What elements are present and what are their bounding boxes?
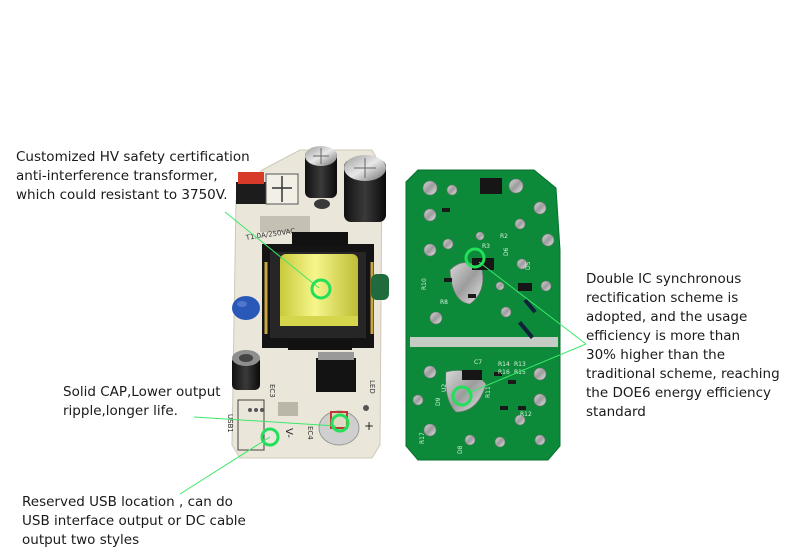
callout-line: which could resistant to 3750V. (16, 187, 228, 203)
ic-leader-line-upper (478, 261, 587, 345)
capacitor-callout: Solid CAP,Lower output ripple,longer lif… (63, 383, 221, 421)
r10-marking: R10 (421, 278, 428, 290)
d5-marking: D5 (525, 261, 532, 270)
ic1-highlight-circle (464, 247, 486, 269)
callout-line: efficiency is more than (586, 328, 741, 344)
r14-marking: R14 (498, 361, 510, 368)
callout-line: Double IC synchronous (586, 271, 742, 287)
callout-line: 30% higher than the (586, 347, 726, 363)
callout-line: rectification scheme is (586, 290, 739, 306)
transformer-callout: Customized HV safety certification anti-… (16, 148, 250, 205)
callout-line: Customized HV safety certification (16, 149, 250, 165)
callout-line: adopted, and the usage (586, 309, 748, 325)
electrolytic-capacitor-small (305, 146, 337, 198)
transformer-leader-line (224, 211, 320, 289)
r12-marking: R12 (520, 411, 532, 418)
u2-marking: U2 (441, 384, 448, 392)
r2-marking: R2 (500, 233, 508, 240)
usb-highlight-circle (260, 427, 280, 447)
r13-marking: R13 (514, 361, 526, 368)
usb-location-marking: USB1 (226, 414, 234, 433)
left-pcb: T1.0A/250VAC (226, 146, 389, 459)
r15-marking: R15 (514, 369, 526, 376)
callout-leader-lines (179, 211, 587, 495)
ic-rectification-callout: Double IC synchronous rectification sche… (586, 270, 780, 422)
highlight-circles (260, 247, 486, 447)
right-pcb: R17 C7 R14 R13 R16 R15 R11 R12 D9 U2 D8 … (405, 169, 561, 461)
callout-line: standard (586, 404, 646, 420)
r17-marking: R17 (419, 432, 426, 444)
callout-line: the DOE6 energy efficiency (586, 385, 772, 401)
callout-line: ripple,longer life. (63, 403, 178, 419)
callout-line: anti-interference transformer, (16, 168, 218, 184)
usb-leader-line (179, 436, 271, 495)
d9-marking: D9 (435, 397, 442, 406)
r3-marking: R3 (482, 243, 490, 250)
d8-marking: D8 (457, 445, 464, 454)
callout-line: Solid CAP,Lower output (63, 384, 221, 400)
ec3-marking: EC3 (268, 384, 276, 398)
callout-line: Reserved USB location , can do (22, 494, 233, 510)
c7-marking: C7 (474, 359, 482, 366)
solid-capacitor (232, 350, 260, 390)
transformer (262, 232, 374, 350)
callout-line: USB interface output or DC cable (22, 513, 246, 529)
electrolytic-capacitor-large (344, 155, 386, 222)
capacitor-leader-line (193, 416, 337, 427)
d6-marking: D6 (503, 247, 510, 256)
transformer-highlight-circle (310, 278, 332, 300)
ec4-marking: EC4 (306, 426, 314, 440)
usb-callout: Reserved USB location , can do USB inter… (22, 493, 246, 550)
callout-line: traditional scheme, reaching (586, 366, 780, 382)
r8-marking: R8 (440, 299, 448, 306)
ic2-highlight-circle (451, 385, 473, 407)
led-marking: LED (368, 380, 376, 394)
callout-line: output two styles (22, 532, 140, 548)
ic-leader-line-lower (465, 343, 587, 395)
vminus-marking: V- (283, 428, 294, 438)
capacitor-highlight-circle (330, 413, 350, 433)
r11-marking: R11 (485, 386, 492, 398)
vplus-marking: + (364, 419, 374, 433)
r16-marking: R16 (498, 369, 510, 376)
